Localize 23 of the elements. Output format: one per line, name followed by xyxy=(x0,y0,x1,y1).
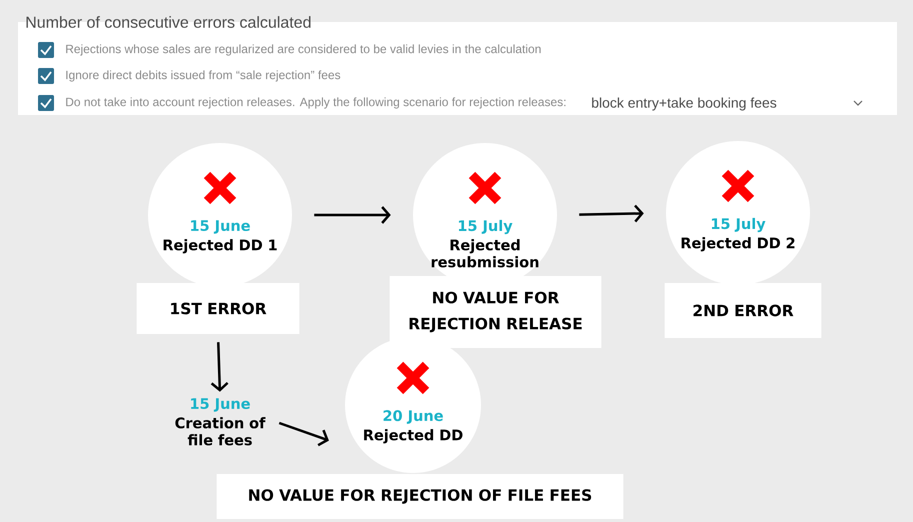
date-text: 15 July xyxy=(712,218,766,232)
date-text: 20 June xyxy=(384,410,443,424)
checkbox-label: Ignore direct debits issued from “sale rejection” fees xyxy=(66,70,340,82)
description-text: Rejected DD xyxy=(364,429,462,444)
date-text: 15 July xyxy=(458,220,512,234)
checkbox-label: Do not take into account rejection releases. Apply the following scenario for rejection releases: xyxy=(66,97,566,109)
description-text: Rejected resubmission xyxy=(432,239,538,268)
date-text: 15 June xyxy=(191,220,250,234)
arrow xyxy=(579,204,644,222)
description-text: Rejected DD 1 xyxy=(164,239,277,254)
label-box: NO VALUE FOR REJECTION OF FILE FEES xyxy=(216,474,624,519)
description-text: Creation of file fees xyxy=(175,417,266,446)
panel-title: Number of consecutive errors calculated xyxy=(26,16,310,28)
arrow xyxy=(210,342,228,392)
date-text: 15 June xyxy=(191,398,250,412)
arrow xyxy=(278,422,329,446)
label-box: 2ND ERROR xyxy=(664,283,822,338)
arrow xyxy=(314,206,391,224)
description-text: Rejected DD 2 xyxy=(682,237,794,252)
label-box: 1ST ERROR xyxy=(136,283,300,334)
dropdown-value: block entry+take booking fees xyxy=(592,97,776,111)
checkbox-label: Rejections whose sales are regularized are considered to be valid levies in the calculation xyxy=(66,44,541,56)
label-box: NO VALUE FOR REJECTION RELEASE xyxy=(390,276,602,348)
